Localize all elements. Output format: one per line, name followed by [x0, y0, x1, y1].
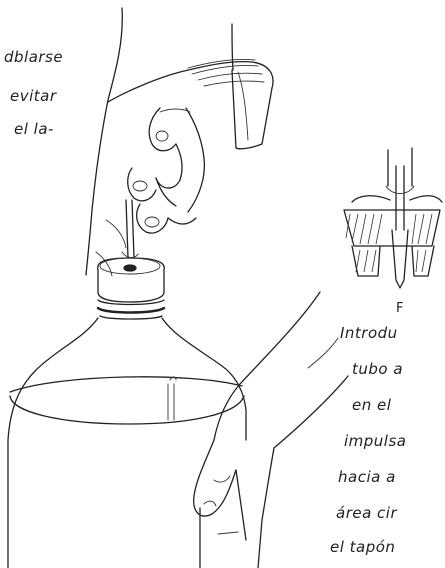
right-caption-line-6: área cir [336, 504, 397, 522]
left-caption: dblarse evitar el la- [4, 48, 63, 138]
right-caption-line-2: tubo a [352, 360, 403, 378]
lower-hand-drawing [194, 292, 348, 568]
left-caption-line-1: dblarse [4, 48, 63, 66]
right-caption-line-4: impulsa [344, 432, 406, 450]
bottle-drawing [8, 258, 246, 568]
detail-figure-f: F [344, 148, 442, 316]
right-caption-line-5: hacia a [338, 468, 396, 486]
upper-hand-drawing [86, 8, 273, 276]
right-caption-line-7: el tapón [330, 538, 395, 556]
stopper-hatching [346, 214, 432, 272]
right-caption: Introdu tubo a en el impulsa hacia a áre… [308, 324, 406, 556]
right-caption-line-3: en el [352, 396, 392, 414]
left-caption-line-3: el la- [14, 120, 54, 138]
left-caption-line-2: evitar [10, 87, 57, 105]
right-caption-line-1: Introdu [340, 324, 398, 342]
figure-label: F [396, 301, 403, 316]
